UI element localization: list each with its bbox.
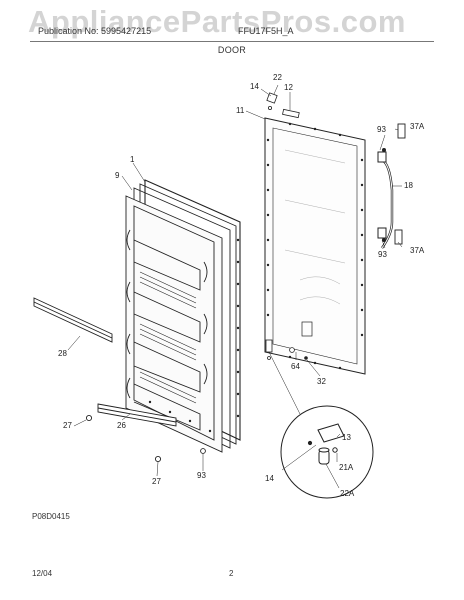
page-number: 2 [229, 569, 234, 578]
hinge-detail-circle [268, 351, 374, 499]
callout-26: 26 [117, 421, 126, 430]
page-header: AppliancePartsPros.com Publication No: 5… [0, 0, 464, 70]
watermark: AppliancePartsPros.com [28, 4, 406, 39]
callout-12: 12 [284, 83, 293, 92]
callout-labels: 1 9 11 12 13 14 14 18 21A 22 22A 26 27 2… [58, 73, 425, 498]
publication-number: Publication No: 5995427215 [38, 26, 152, 36]
gasket-screws [148, 238, 240, 433]
section-title: DOOR [217, 45, 247, 55]
screw-27 [85, 414, 206, 463]
outer-door-panel [264, 117, 366, 375]
top-hinge-parts [266, 92, 300, 119]
callout-27-left: 27 [63, 421, 72, 430]
callout-93-handle: 93 [378, 250, 387, 259]
callout-27-bottom: 27 [152, 477, 161, 486]
callout-21a: 21A [339, 463, 354, 472]
callout-14-top: 14 [250, 82, 259, 91]
inner-door-liner [125, 179, 241, 453]
handle-bracket-37a [394, 123, 406, 245]
callout-1: 1 [130, 155, 135, 164]
shelf-bar-28 [33, 297, 113, 343]
callout-9: 9 [115, 171, 120, 180]
door-handle-18 [377, 148, 394, 249]
callout-22a: 22A [340, 489, 355, 498]
callout-14-detail: 14 [265, 474, 274, 483]
figure-code: P08D0415 [32, 512, 70, 521]
callout-93-bottom: 93 [197, 471, 206, 480]
callout-93-top: 93 [377, 125, 386, 134]
callout-37a-top: 37A [410, 122, 425, 131]
outer-door-screws [266, 122, 364, 370]
footer-date: 12/04 [32, 569, 53, 578]
callout-64: 64 [291, 362, 300, 371]
callout-11: 11 [236, 106, 245, 115]
callout-leaders [67, 84, 403, 489]
callout-28: 28 [58, 349, 67, 358]
callout-22: 22 [273, 73, 282, 82]
shelf-bar-26 [97, 403, 177, 427]
bottom-hinge-parts [265, 339, 308, 360]
callout-18: 18 [404, 181, 413, 190]
header-rule [30, 41, 434, 42]
callout-13: 13 [342, 433, 351, 442]
callout-37a-bottom: 37A [410, 246, 425, 255]
model-number: FFU17F5H_A [238, 26, 294, 36]
callout-32: 32 [317, 377, 326, 386]
